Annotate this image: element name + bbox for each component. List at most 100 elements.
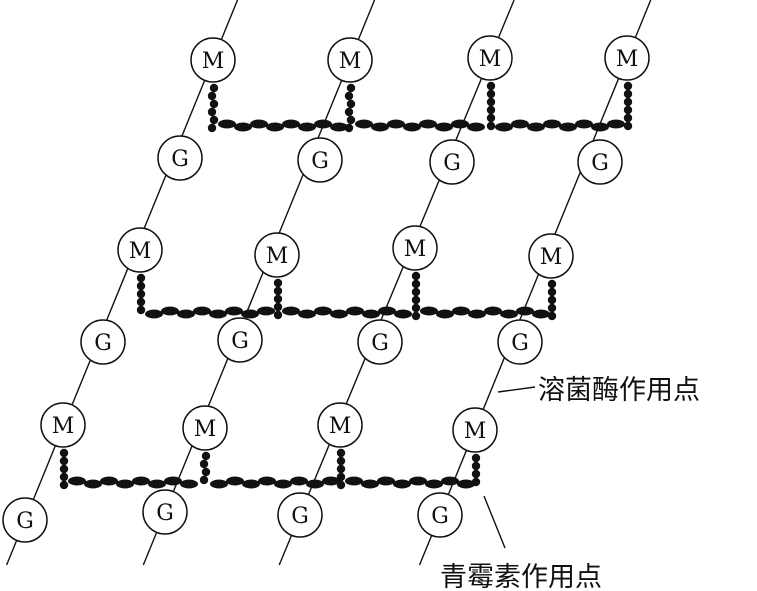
peptide-bead bbox=[486, 81, 496, 91]
peptide-bead bbox=[623, 113, 633, 123]
glcnac-label: G bbox=[443, 151, 461, 176]
peptide-bead bbox=[623, 89, 633, 99]
peptide-bridge-segment bbox=[257, 306, 275, 316]
murnac-node bbox=[40, 402, 86, 448]
peptide-bridge-segment bbox=[451, 119, 469, 129]
peptide-bead bbox=[486, 113, 496, 123]
murnac-node bbox=[317, 402, 363, 448]
murnac-node bbox=[117, 227, 163, 273]
peptide-bridge-segment bbox=[250, 119, 268, 129]
peptide-bead bbox=[623, 97, 633, 107]
peptide-bead bbox=[547, 303, 557, 313]
peptide-bead bbox=[411, 295, 421, 305]
peptide-bridge-segment bbox=[441, 476, 459, 486]
peptide-bead bbox=[59, 480, 69, 490]
peptide-bead bbox=[486, 97, 496, 107]
glcnac-label: G bbox=[171, 147, 189, 172]
murnac-label: M bbox=[329, 414, 352, 439]
peptide-bead bbox=[486, 89, 496, 99]
peptide-bridge-segment bbox=[532, 309, 550, 319]
glcnac-node bbox=[217, 317, 263, 363]
glcnac-label: G bbox=[16, 509, 34, 534]
peptide-bead bbox=[486, 121, 496, 131]
peptide-bead bbox=[346, 99, 356, 109]
peptide-bead bbox=[273, 278, 283, 288]
peptide-bead bbox=[136, 289, 146, 299]
murnac-node bbox=[190, 37, 236, 83]
peptide-bead bbox=[207, 107, 217, 117]
murnac-label: M bbox=[404, 237, 427, 262]
peptide-bead bbox=[346, 115, 356, 125]
peptide-bead bbox=[471, 477, 481, 487]
glcnac-node bbox=[429, 139, 475, 185]
peptide-bridge-segment bbox=[420, 306, 438, 316]
peptide-bridge-segment bbox=[193, 306, 211, 316]
peptide-bead bbox=[59, 448, 69, 458]
peptide-bead bbox=[547, 311, 557, 321]
peptide-bead bbox=[136, 305, 146, 315]
peptide-bead bbox=[411, 271, 421, 281]
glcnac-node bbox=[80, 319, 126, 365]
murnac-label: M bbox=[52, 414, 75, 439]
peptide-bridge-segment bbox=[575, 119, 593, 129]
peptide-bridge-segment bbox=[258, 476, 276, 486]
peptide-bridge-segment bbox=[242, 479, 260, 489]
peptide-bead bbox=[207, 123, 217, 133]
peptide-bridge-segment bbox=[180, 479, 198, 489]
peptide-bridge-segment bbox=[355, 119, 373, 129]
peptide-bridge-segment bbox=[378, 306, 396, 316]
peptide-bridge-segment bbox=[161, 306, 179, 316]
peptide-bead bbox=[411, 279, 421, 289]
peptide-bead bbox=[623, 121, 633, 131]
glcnac-label: G bbox=[511, 331, 529, 356]
peptide-bridge-segment bbox=[298, 122, 316, 132]
murnac-node bbox=[392, 225, 438, 271]
murnac-label: M bbox=[339, 49, 362, 74]
peptide-bridge-segment bbox=[330, 122, 348, 132]
glcnac-label: G bbox=[231, 329, 249, 354]
peptide-bead bbox=[623, 105, 633, 115]
peptide-bridge-segment bbox=[387, 119, 405, 129]
peptide-bridge-segment bbox=[371, 122, 389, 132]
peptide-bridge-segment bbox=[282, 119, 300, 129]
peptide-bridge-segment bbox=[209, 309, 227, 319]
glcnac-label: G bbox=[291, 504, 309, 529]
glcnac-label: G bbox=[94, 331, 112, 356]
murnac-label: M bbox=[616, 47, 639, 72]
glcnac-label: G bbox=[371, 331, 389, 356]
glycan-strand bbox=[5, 0, 239, 566]
glcnac-label: G bbox=[311, 149, 329, 174]
peptide-bridge-segment bbox=[177, 309, 195, 319]
peptide-bridge-segment bbox=[210, 479, 228, 489]
peptide-bead bbox=[209, 99, 219, 109]
peptide-bridge-segment bbox=[241, 309, 259, 319]
glcnac-node bbox=[142, 489, 188, 535]
glcnac-node bbox=[497, 319, 543, 365]
peptide-bridge-segment bbox=[330, 309, 348, 319]
peptide-bead bbox=[273, 286, 283, 296]
peptide-bridge-segment bbox=[452, 306, 470, 316]
peptide-bead bbox=[336, 480, 346, 490]
murnac-label: M bbox=[129, 239, 152, 264]
peptide-bridge-segment bbox=[266, 122, 284, 132]
peptide-bridge-segment bbox=[403, 122, 421, 132]
peptide-bead bbox=[471, 469, 481, 479]
peptide-bridge-segment bbox=[322, 476, 340, 486]
peptide-bead bbox=[199, 459, 209, 469]
murnac-node bbox=[452, 407, 498, 453]
lysozyme-leader-line bbox=[497, 386, 536, 393]
peptide-bridge-segment bbox=[68, 476, 86, 486]
peptide-bead bbox=[547, 287, 557, 297]
peptide-bead bbox=[344, 107, 354, 117]
peptide-bead bbox=[336, 472, 346, 482]
peptide-bridge-segment bbox=[467, 122, 485, 132]
peptide-bridge-segment bbox=[435, 122, 453, 132]
peptide-bridge-segment bbox=[500, 309, 518, 319]
peptide-bead bbox=[344, 123, 354, 133]
peptide-bead bbox=[209, 83, 219, 93]
murnac-label: M bbox=[464, 419, 487, 444]
peptide-bead bbox=[207, 91, 217, 101]
glcnac-label: G bbox=[591, 151, 609, 176]
